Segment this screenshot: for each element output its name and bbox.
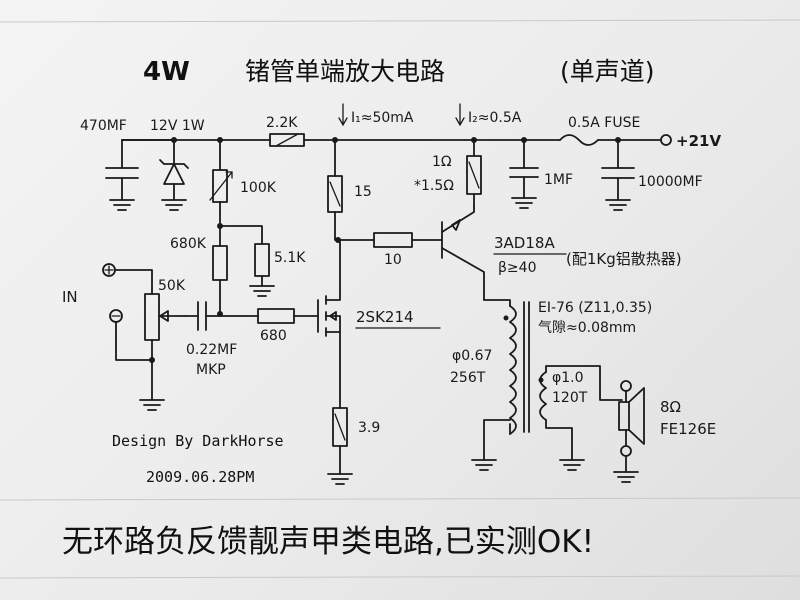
design-date: 2009.06.28PM [146, 468, 254, 486]
label-2k2: 2.2K [266, 115, 298, 131]
resistor-10 [337, 232, 443, 248]
label-current-i1: I₁≈50mA [351, 110, 414, 126]
label-secondary-turns: 120T [552, 390, 588, 406]
bottom-note: 无环路负反馈靓声甲类电路,已实测OK! [62, 524, 594, 560]
label-input: IN [62, 288, 78, 306]
label-100k: 100K [240, 180, 277, 196]
label-680: 680 [260, 328, 287, 344]
current-arrow-i2 [455, 103, 465, 127]
label-1-5ohm: *1.5Ω [414, 178, 454, 194]
title-power: 4W [143, 57, 190, 87]
label-zener: 12V 1W [150, 118, 205, 134]
label-supply-voltage: +21V [676, 132, 721, 150]
potentiometer-50k [139, 293, 187, 411]
label-15: 15 [354, 184, 372, 200]
label-fuse: 0.5A FUSE [568, 115, 640, 131]
resistor-680k [212, 245, 228, 315]
label-secondary-wire: φ1.0 [552, 370, 584, 386]
label-470uf: 470MF [80, 118, 127, 134]
input-terminal-minus [109, 309, 123, 323]
label-speaker-model: FE126E [660, 420, 716, 438]
label-mkp: MKP [196, 362, 226, 378]
resistor-2k2 [269, 133, 305, 147]
label-1uf: 1MF [544, 172, 573, 188]
designer-credit: Design By DarkHorse [112, 432, 284, 450]
transistor-3ad18a [441, 205, 485, 301]
potentiometer-100k [209, 139, 233, 247]
label-mosfet: 2SK214 [356, 308, 414, 326]
current-arrow-i1 [338, 103, 348, 127]
title-text: 锗管单端放大电路 [245, 57, 445, 86]
resistor-3-9 [327, 407, 353, 485]
capacitor-10000uf [601, 139, 635, 211]
capacitor-1uf [509, 139, 539, 209]
resistor-15 [327, 139, 343, 241]
label-primary-turns: 256T [450, 370, 486, 386]
label-primary-wire: φ0.67 [452, 348, 492, 364]
primary-phase-dot [503, 315, 509, 321]
mosfet-2sk214 [317, 239, 341, 409]
label-current-i2: I₂≈0.5A [468, 110, 522, 126]
label-heatsink: (配1Kg铝散热器) [566, 250, 682, 268]
label-50k: 50K [158, 278, 186, 294]
label-beta: β≥40 [498, 260, 536, 276]
resistor-680 [257, 308, 319, 324]
label-5k1: 5.1K [274, 250, 306, 266]
secondary-phase-dot [538, 377, 544, 383]
label-air-gap: 气隙≈0.08mm [538, 320, 636, 336]
label-10000uf: 10000MF [638, 174, 703, 190]
input-terminal-plus [102, 263, 116, 277]
label-022uf: 0.22MF [186, 342, 237, 358]
supply-terminal [660, 134, 672, 146]
label-3-9: 3.9 [358, 420, 380, 436]
label-10: 10 [384, 252, 402, 268]
title-channel: (单声道) [560, 57, 655, 86]
capacitor-022uf [185, 301, 259, 331]
paper-lines [0, 19, 800, 579]
label-1ohm: 1Ω [432, 154, 452, 170]
resistor-emitter [466, 139, 482, 207]
resistor-5k1 [249, 243, 275, 297]
speaker-symbol [613, 380, 645, 483]
fuse-symbol [559, 134, 599, 146]
label-680k: 680K [170, 236, 207, 252]
wire [114, 269, 153, 295]
wire [115, 321, 153, 361]
wire [219, 225, 263, 245]
ground-junction [149, 357, 155, 363]
label-transformer: EI-76 (Z11,0.35) [538, 300, 652, 316]
label-speaker-impedance: 8Ω [660, 398, 681, 416]
output-transformer [471, 299, 623, 471]
label-transistor: 3AD18A [494, 234, 555, 252]
zener-diode [159, 139, 189, 211]
capacitor-470uf [105, 139, 139, 211]
